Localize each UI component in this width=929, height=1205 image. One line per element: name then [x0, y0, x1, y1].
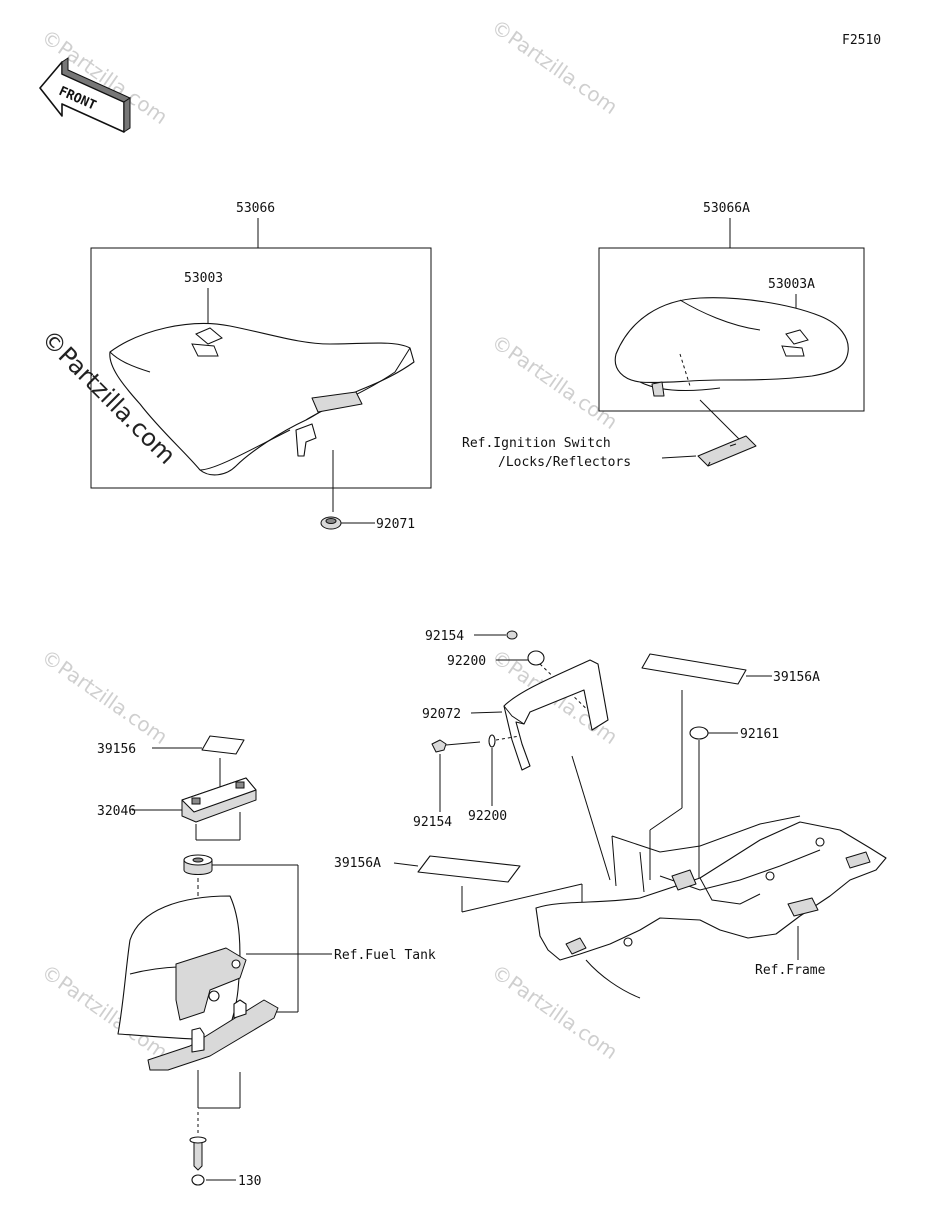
bracket-group: 92154 92200 92072 92154 92200 — [413, 629, 611, 881]
label-39156A-right: 39156A — [773, 670, 820, 685]
label-92161: 92161 — [740, 727, 779, 742]
label-32046: 32046 — [97, 804, 136, 819]
frame-group: 39156A 92161 39156A Ref.Frame — [334, 653, 887, 999]
label-53066A: 53066A — [703, 201, 750, 216]
figure-code: F2510 — [842, 33, 881, 48]
watermark-4: ©Partzilla.com — [37, 644, 172, 749]
label-92072: 92072 — [422, 707, 461, 722]
label-92154-bottom: 92154 — [413, 815, 452, 830]
front-arrow-icon: FRONT — [39, 57, 132, 133]
bolt-92154-bottom — [431, 739, 447, 753]
pad-39156 — [201, 735, 245, 755]
label-53066: 53066 — [236, 201, 275, 216]
label-39156: 39156 — [97, 742, 136, 757]
helmet-hook-bracket — [503, 659, 609, 771]
label-92200-top: 92200 — [447, 654, 486, 669]
pillion-seat — [614, 297, 849, 384]
watermark-3: ©Partzilla.com — [487, 329, 622, 434]
washer-92200-top — [527, 650, 545, 666]
label-92154-top: 92154 — [425, 629, 464, 644]
label-92200-bottom: 92200 — [468, 809, 507, 824]
label-130: 130 — [238, 1174, 261, 1189]
ref-frame: Ref.Frame — [755, 963, 826, 978]
frame — [535, 821, 887, 961]
label-53003: 53003 — [184, 271, 223, 286]
bolt-92154-top — [506, 630, 518, 640]
rider-seat-assy-box — [90, 247, 432, 489]
damper-92161 — [689, 726, 709, 740]
pillion-seat-group: 53066A 53003A Ref.Ignition Switch /Locks… — [462, 201, 865, 470]
pad-39156A-right — [641, 653, 747, 685]
pillion-seat-assy-box — [598, 247, 865, 412]
lower-tank-bracket — [147, 999, 279, 1071]
watermark-2: ©Partzilla.com — [487, 14, 622, 119]
tank-mount-group: 39156 32046 Ref.Fuel Tank — [97, 735, 436, 1189]
bolt-130 — [193, 1139, 203, 1171]
pad-39156A-left — [417, 855, 521, 883]
rider-seat-group: 53066 53003 92071 — [90, 201, 432, 532]
label-92071: 92071 — [376, 517, 415, 532]
label-53003A: 53003A — [768, 277, 815, 292]
label-39156A-left: 39156A — [334, 856, 381, 871]
watermarks: ©Partzilla.com ©Partzilla.com ©Partzilla… — [36, 14, 622, 1064]
ref-ignition-line2: /Locks/Reflectors — [498, 455, 631, 470]
seat-lock-plate — [697, 435, 757, 467]
ref-fuel-tank: Ref.Fuel Tank — [334, 948, 436, 963]
ref-ignition-line1: Ref.Ignition Switch — [462, 436, 611, 451]
washer-92200-bottom — [488, 734, 496, 748]
